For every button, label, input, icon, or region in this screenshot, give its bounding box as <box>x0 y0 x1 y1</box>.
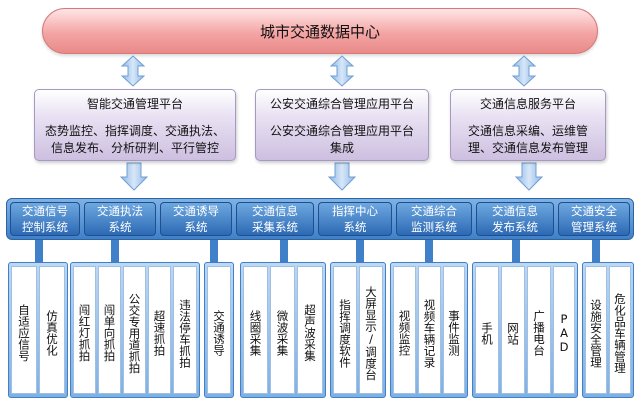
platform-title: 智能交通管理平台 <box>86 97 183 111</box>
subsystem-event-detect: 事件监测 <box>443 266 465 394</box>
connector-5 <box>356 240 364 262</box>
subsystem-website: 网站 <box>501 266 525 394</box>
platform-title: 交通信息服务平台 <box>479 97 576 111</box>
subsystem-dispatch-software: 指挥调度软件 <box>333 266 357 394</box>
subsystem-red-light: 闯红灯抓拍 <box>73 266 96 394</box>
subsystem-big-screen: 大屏显示/调度台 <box>359 266 383 394</box>
subsystem-guidance: 交通诱导 <box>207 266 231 394</box>
connector-1 <box>35 240 43 262</box>
subsystem-radio: 广播电台 <box>527 266 551 394</box>
system-safety-management: 交通安全 管理系统 <box>558 202 630 236</box>
connector-2 <box>111 240 119 262</box>
platform-desc: 交通信息采编、运维管 理、交通信息发布管理 <box>467 124 588 155</box>
system-info-collection: 交通信息 采集系统 <box>236 202 314 236</box>
down-arrow-3 <box>514 162 544 191</box>
double-arrow-2 <box>329 55 355 87</box>
double-arrow-1 <box>120 55 146 87</box>
subsystem-loop: 线圈采集 <box>243 266 268 394</box>
connector-3 <box>210 240 218 262</box>
down-arrow-1 <box>119 162 149 191</box>
system-enforcement: 交通执法 系统 <box>84 202 156 236</box>
connector-7 <box>512 240 520 262</box>
connector-6 <box>425 240 433 262</box>
platform-smart-traffic: 智能交通管理平台 态势监控、指挥调度、交通执法、 信息发布、分析研判、平行管控 <box>34 89 236 161</box>
subsystem-facility-safety: 设施安全管理 <box>585 266 607 394</box>
platform-public-security: 公安交通综合管理应用平台 公安交通综合管理应用平台 集成 <box>255 89 429 161</box>
data-center-title: 城市交通数据中心 <box>259 22 380 41</box>
system-command-center: 指挥中心 系统 <box>318 202 392 236</box>
connector-4 <box>280 240 288 262</box>
subsystem-vehicle-record: 视频车辆记录 <box>418 266 441 394</box>
system-info-publish: 交通信息 发布系统 <box>476 202 554 236</box>
subsystem-illegal-parking: 违法停车抓拍 <box>173 266 197 394</box>
subsystem-ultrasonic: 超声波采集 <box>297 266 323 394</box>
subsystem-one-way: 闯单向抓拍 <box>98 266 121 394</box>
system-guidance: 交通诱导 系统 <box>160 202 232 236</box>
platform-desc: 公安交通综合管理应用平台 集成 <box>269 124 414 155</box>
data-center-node: 城市交通数据中心 <box>42 8 598 54</box>
system-monitoring: 交通综合 监测系统 <box>396 202 472 236</box>
down-arrow-2 <box>327 162 357 191</box>
subsystem-bus-lane: 公交专用道抓拍 <box>123 266 146 394</box>
subsystem-simulation: 仿真优化 <box>39 266 65 394</box>
connector-8 <box>592 240 600 262</box>
subsystem-speeding: 超速抓拍 <box>148 266 171 394</box>
subsystem-hazmat-vehicle: 危化品车辆管理 <box>609 266 631 394</box>
subsystem-pad: PAD <box>553 266 575 394</box>
subsystem-adaptive-signal: 自适应信号 <box>11 266 37 394</box>
subsystem-video-monitor: 视频监控 <box>393 266 416 394</box>
subsystem-microwave: 微波采集 <box>270 266 295 394</box>
system-signal-control: 交通信号 控制系统 <box>10 202 80 236</box>
platform-desc: 态势监控、指挥调度、交通执法、 信息发布、分析研判、平行管控 <box>44 124 225 155</box>
platform-title: 公安交通综合管理应用平台 <box>269 97 414 111</box>
double-arrow-3 <box>511 55 537 87</box>
platform-info-service: 交通信息服务平台 交通信息采编、运维管 理、交通信息发布管理 <box>450 89 606 161</box>
subsystem-mobile: 手机 <box>475 266 499 394</box>
